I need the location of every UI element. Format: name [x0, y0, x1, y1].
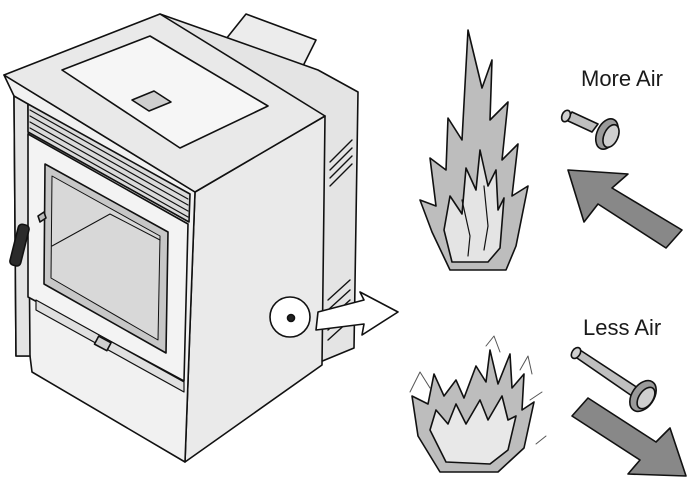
side-vents-upper [329, 139, 353, 187]
air-damper-knob-icon-out [560, 109, 620, 150]
drawer-latch [93, 335, 112, 352]
door-handle-icon [9, 211, 47, 267]
pellet-stove-icon [3, 13, 359, 463]
damper-callout [269, 291, 399, 338]
small-flame-icon [409, 335, 547, 473]
less-air-label: Less Air [583, 315, 661, 340]
callout-arrow [315, 291, 399, 336]
air-damper-knob-icon-in [570, 346, 657, 413]
louvre-slats [29, 109, 189, 218]
push-arrow-icon [567, 169, 683, 249]
stove-top-panel [61, 35, 269, 149]
louvre-grille [27, 103, 191, 223]
more-air-label: More Air [581, 66, 663, 91]
pull-arrow-icon [571, 397, 687, 477]
top-handle [131, 90, 172, 112]
large-flame-icon [419, 29, 529, 271]
firebox-edge [51, 213, 161, 247]
door-glass-inner [50, 175, 161, 341]
